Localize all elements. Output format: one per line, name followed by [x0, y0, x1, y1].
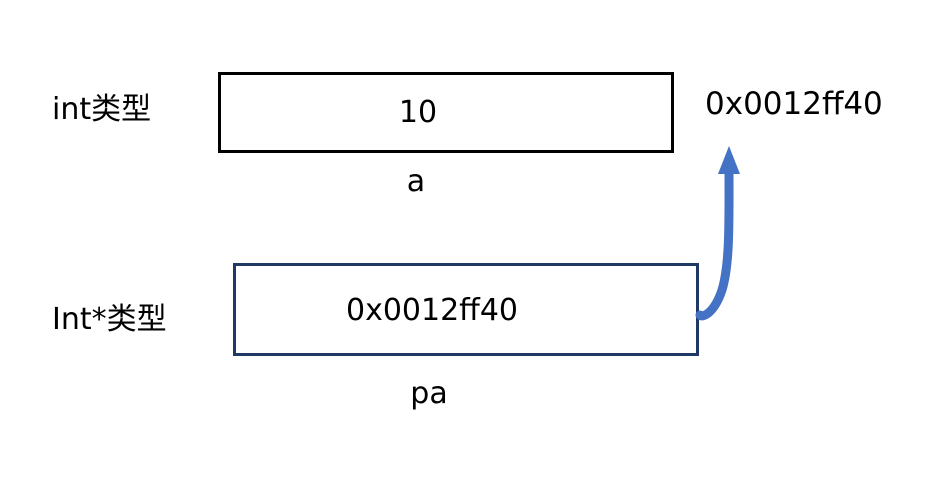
pointer-arrow-icon — [695, 146, 740, 321]
memory-box-a: 10 — [218, 72, 674, 153]
memory-box-a-value: 10 — [398, 95, 438, 130]
memory-box-pa-value: 0x0012ff40 — [345, 293, 519, 328]
memory-box-pa: 0x0012ff40 — [233, 263, 699, 356]
type-label-int: int类型 — [52, 92, 152, 127]
type-label-int-pointer: Int*类型 — [52, 302, 167, 337]
address-annotation: 0x0012ff40 — [705, 86, 883, 122]
variable-name-pa: pa — [410, 376, 448, 411]
variable-name-a: a — [406, 164, 426, 199]
